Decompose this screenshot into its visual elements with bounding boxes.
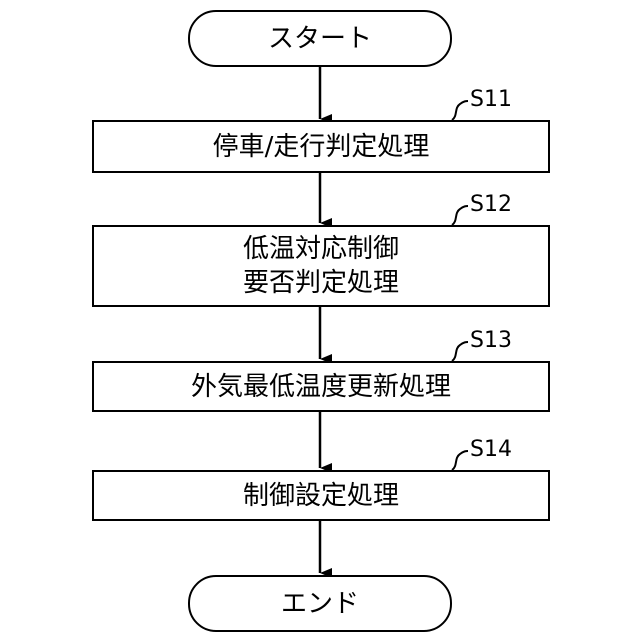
end-terminal: エンド (188, 575, 452, 632)
process-s12-text-line2: 要否判定処理 (243, 266, 399, 300)
step-label-s13: S13 (470, 330, 512, 352)
leader-s13 (452, 342, 468, 361)
leader-s12 (452, 206, 468, 225)
step-label-s11: S11 (470, 89, 512, 111)
process-box-s14: 制御設定処理 (92, 470, 550, 521)
process-s11-text: 停車/走行判定処理 (213, 130, 430, 164)
process-s14-text: 制御設定処理 (243, 479, 399, 513)
start-label: スタート (268, 22, 372, 56)
start-terminal: スタート (188, 10, 452, 67)
process-s12-text-line1: 低温対応制御 (243, 232, 399, 266)
process-box-s13: 外気最低温度更新処理 (92, 361, 550, 412)
process-s13-text: 外気最低温度更新処理 (191, 370, 451, 404)
process-box-s12: 低温対応制御 要否判定処理 (92, 225, 550, 307)
leader-s11 (452, 101, 468, 120)
process-box-s11: 停車/走行判定処理 (92, 120, 550, 173)
end-label: エンド (281, 587, 359, 621)
step-label-s14: S14 (470, 439, 512, 461)
step-label-s12: S12 (470, 194, 512, 216)
leader-s14 (452, 451, 468, 470)
